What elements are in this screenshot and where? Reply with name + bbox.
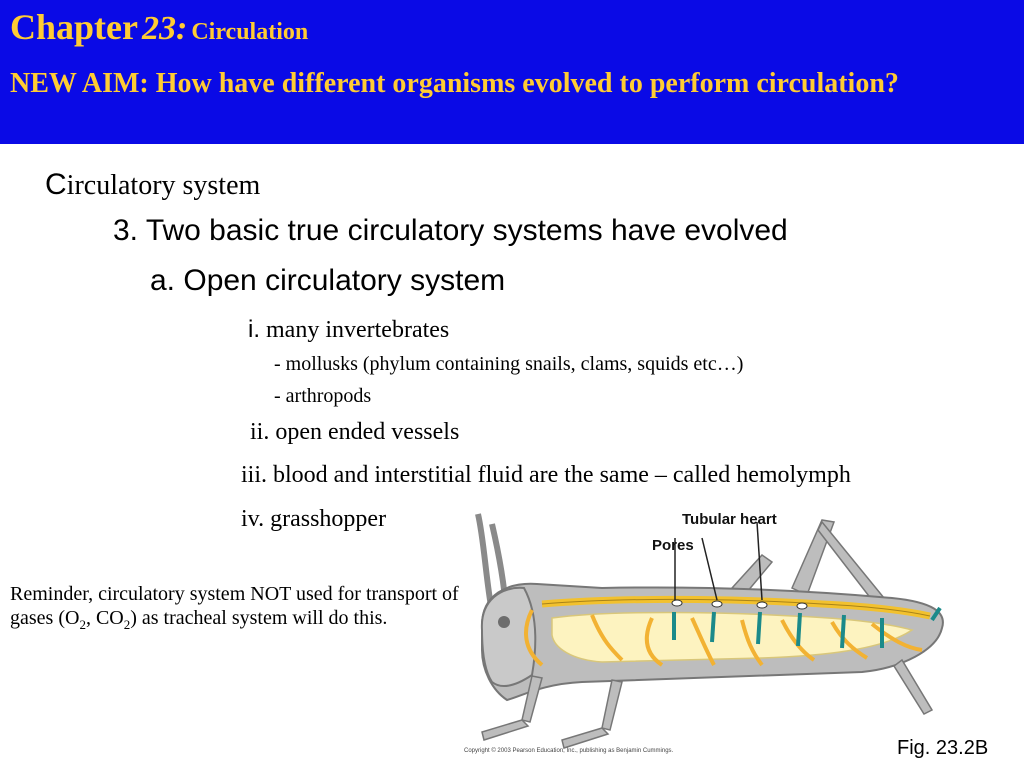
head-icon: [480, 586, 537, 687]
title-banner: Chapter 23: Circulation NEW AIM: How hav…: [0, 0, 1024, 144]
point-iii: iii. blood and interstitial fluid are th…: [241, 462, 851, 488]
reminder-text-2: , CO: [85, 607, 124, 629]
flow-arrow-icon: [830, 621, 869, 660]
figure-caption: Fig. 23.2B: [897, 737, 989, 759]
co2-subscript: 2: [123, 617, 131, 632]
hemolymph-flow-arrows: [524, 609, 923, 667]
point-iv: iv. grasshopper: [241, 506, 387, 532]
outline-heading-text: irculatory system: [66, 170, 261, 201]
legs: [481, 658, 934, 749]
point-i-sub-mollusks: - mollusks (phylum containing snails, cl…: [274, 353, 744, 375]
front-foot-icon: [481, 719, 530, 741]
up-arrow-icon: [840, 614, 846, 649]
point-ii: ii. open ended vessels: [250, 419, 460, 445]
flow-arrow-icon: [644, 617, 664, 667]
copyright-text: Copyright © 2003 Pearson Education, Inc.…: [464, 747, 674, 754]
pores-pointer: [701, 537, 718, 601]
pore-icon: [796, 602, 808, 610]
hind-foot-icon: [892, 658, 934, 715]
chapter-word: Chapter: [10, 7, 138, 47]
point-a: a. Open circulatory system: [150, 264, 506, 297]
point-3: 3. Two basic true circulatory systems ha…: [113, 214, 788, 247]
up-arrow-icon: [756, 611, 762, 645]
return-flow-arrows: [672, 606, 942, 649]
pore-icon: [756, 601, 768, 609]
flow-arrow-icon: [590, 614, 624, 662]
chapter-title: Chapter 23: Circulation: [10, 6, 308, 48]
middle-foot-icon: [561, 727, 610, 749]
point-i: i. many invertebrates: [248, 316, 449, 344]
up-arrow-icon: [930, 606, 942, 622]
up-arrow-icon: [710, 611, 716, 643]
reminder-text-1: Reminder, circulatory system NOT used fo…: [10, 583, 459, 629]
chapter-number: 23:: [142, 10, 188, 47]
reminder-note: Reminder, circulatory system NOT used fo…: [10, 582, 470, 637]
eye-icon: [498, 616, 510, 628]
point-i-marker: i.: [248, 316, 260, 343]
reminder-text-3: ) as tracheal system will do this.: [130, 607, 388, 629]
pore-icon: [671, 599, 683, 607]
aim-statement: NEW AIM: How have different organisms ev…: [10, 68, 899, 99]
oxygen-subscript: 2: [79, 617, 86, 632]
pores-label: Pores: [652, 537, 694, 554]
gut-icon: [551, 611, 914, 663]
wing-icon: [730, 554, 774, 593]
grasshopper-diagram: Tubular heart Pores Copyright © 2003 Pea…: [464, 511, 944, 754]
chapter-topic: Circulation: [191, 19, 309, 45]
point-i-sub-arthropods: - arthropods: [274, 385, 372, 407]
flow-arrow-icon: [524, 609, 544, 667]
point-i-text: many invertebrates: [266, 317, 450, 343]
flow-arrow-icon: [740, 619, 764, 667]
pore-icon: [711, 600, 723, 608]
antenna-icon: [475, 513, 495, 613]
outline-heading: Circulatory system: [45, 168, 260, 202]
middle-leg-icon: [601, 679, 623, 731]
up-arrow-icon: [796, 612, 802, 647]
tubular-heart-label: Tubular heart: [682, 511, 777, 528]
front-leg-icon: [521, 675, 543, 723]
outline-heading-initial: C: [45, 168, 67, 201]
flow-arrow-icon: [690, 617, 716, 666]
heart-pointer: [756, 521, 763, 601]
flow-arrow-icon: [870, 622, 923, 652]
